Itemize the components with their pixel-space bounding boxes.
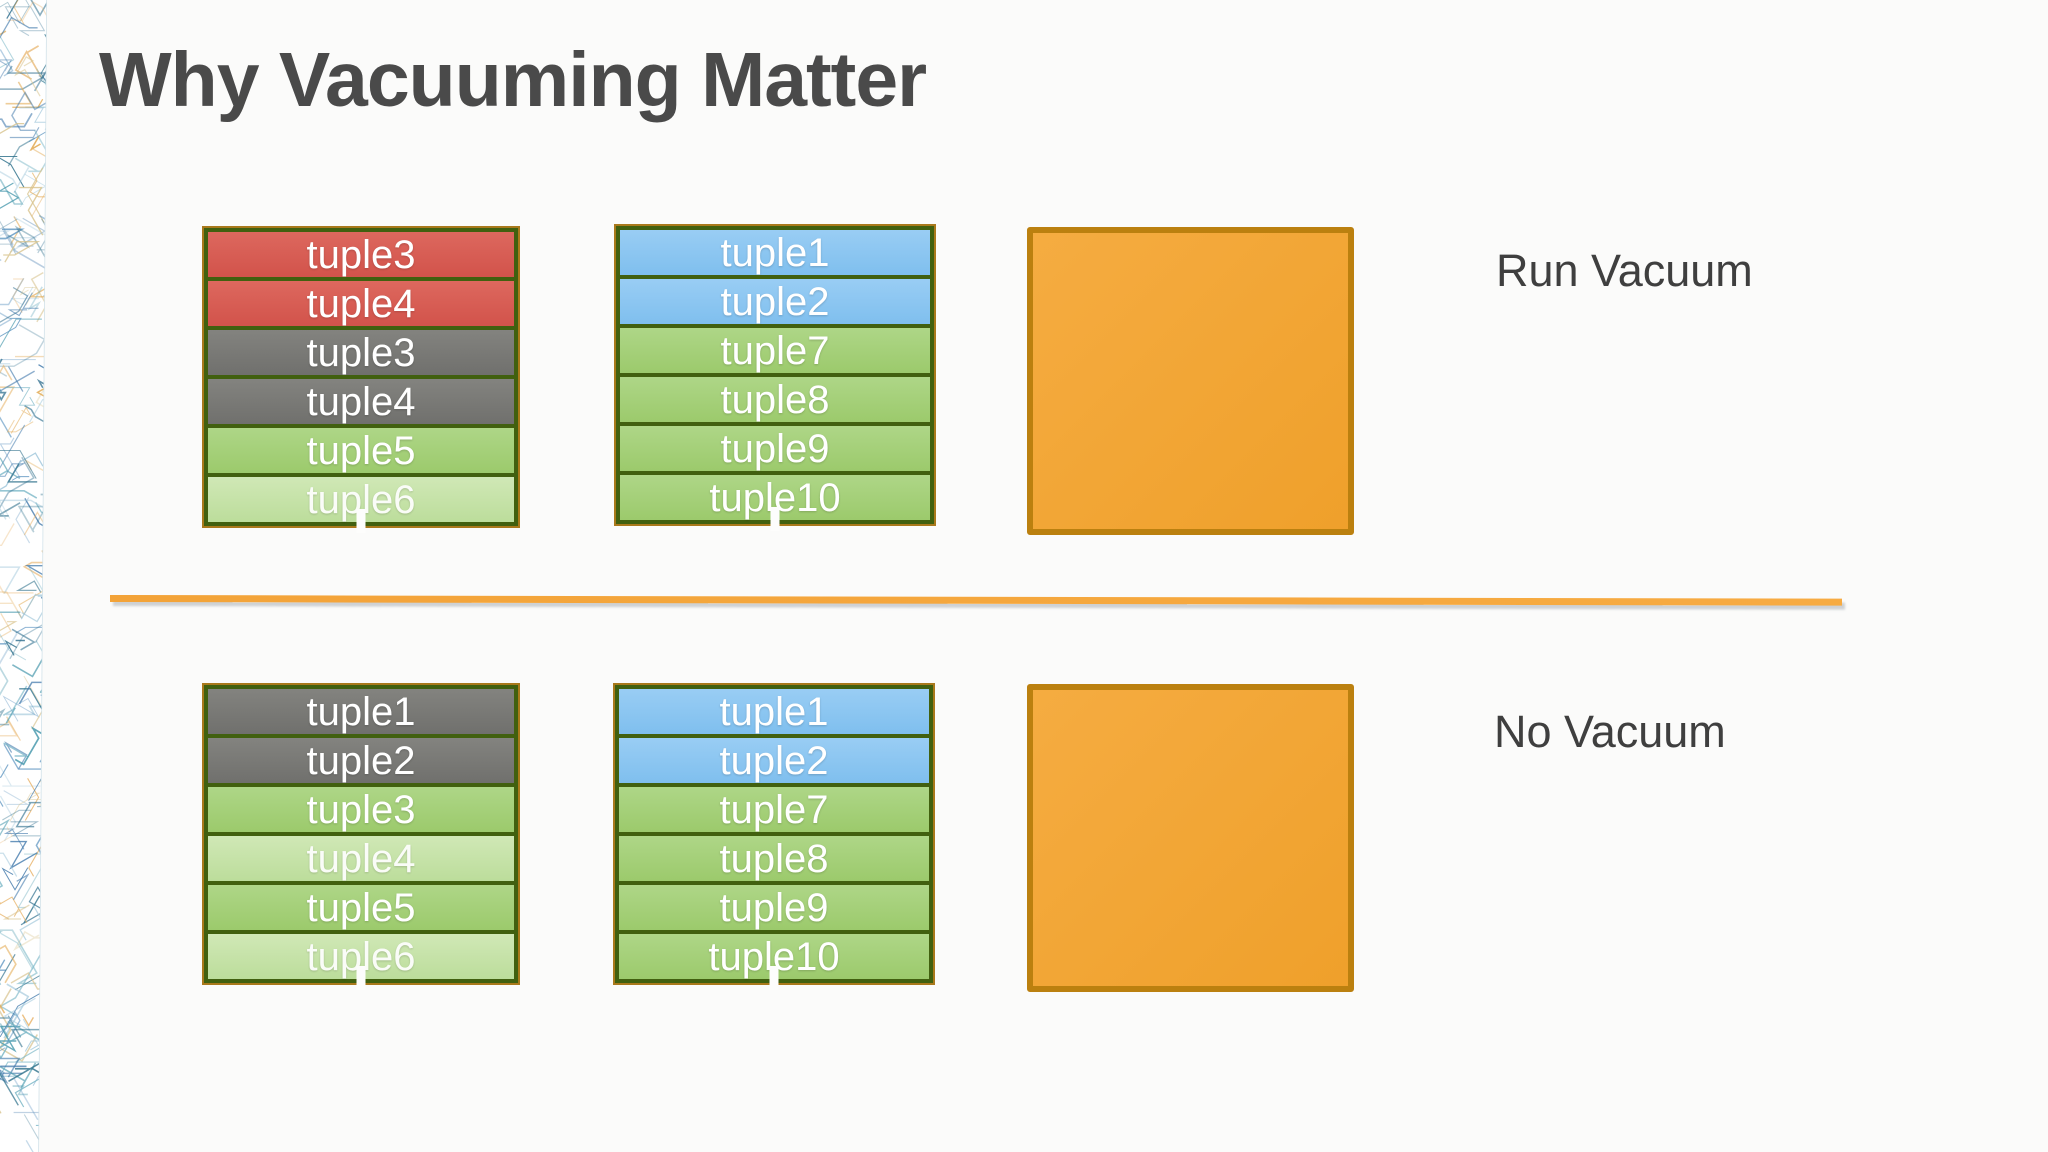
tuple-row-tuple7: tuple7 — [615, 783, 933, 836]
tuple-label: tuple9 — [719, 885, 829, 930]
section-label-run-vacuum: Run Vacuum — [1496, 245, 1753, 296]
tuple-label: tuple7 — [719, 787, 829, 832]
tuple-label: tuple2 — [306, 738, 416, 783]
tuple-label: tuple6 — [306, 477, 416, 522]
page-title: Why Vacuuming Matter — [99, 37, 927, 123]
tuple-row-tuple4: tuple4 — [204, 277, 518, 330]
tuple-row-tuple2: tuple2 — [615, 734, 933, 787]
tuple-label: tuple4 — [306, 379, 416, 424]
tuple-label: tuple4 — [306, 281, 416, 326]
tuple-label: tuple3 — [306, 787, 416, 832]
tuple-row-tuple1: tuple1 — [615, 685, 933, 738]
tuple-row-tuple7: tuple7 — [616, 324, 934, 377]
tuple-row-tuple3: tuple3 — [204, 783, 518, 836]
tuple-row-tuple5: tuple5 — [204, 424, 518, 477]
tuple-row-tuple3: tuple3 — [204, 326, 518, 379]
tuple-label: tuple1 — [306, 689, 416, 734]
tuple-row-tuple2: tuple2 — [616, 275, 934, 328]
tuple-label: tuple8 — [720, 377, 830, 422]
tuple-row-tuple4: tuple4 — [204, 375, 518, 428]
circuit-pattern-decoration — [0, 0, 52, 1152]
tuple-label: tuple6 — [306, 934, 416, 979]
tuple-label: tuple7 — [720, 328, 830, 373]
tuple-row-tuple3: tuple3 — [204, 228, 518, 281]
tuple-row-tuple1: tuple1 — [616, 226, 934, 279]
tuple-row-tuple1: tuple1 — [204, 685, 518, 738]
tuple-row-tuple6: tuple6 — [204, 473, 518, 526]
empty-page-square-no-vacuum — [1027, 684, 1354, 992]
empty-page-square-run-vacuum — [1027, 227, 1354, 535]
tuple-row-tuple8: tuple8 — [615, 832, 933, 885]
tuple-label: tuple2 — [719, 738, 829, 783]
tuple-row-tuple2: tuple2 — [204, 734, 518, 787]
tuple-row-tuple8: tuple8 — [616, 373, 934, 426]
tuple-row-tuple4: tuple4 — [204, 832, 518, 885]
section-divider — [109, 595, 1843, 606]
tuple-label: tuple5 — [306, 885, 416, 930]
tuple-label: tuple3 — [306, 232, 416, 277]
tuple-row-tuple9: tuple9 — [616, 422, 934, 475]
tuple-label: tuple10 — [709, 475, 841, 520]
tuple-row-tuple9: tuple9 — [615, 881, 933, 934]
tuple-label: tuple5 — [306, 428, 416, 473]
tuple-row-tuple10: tuple10 — [616, 471, 934, 524]
tuple-row-tuple10: tuple10 — [615, 930, 933, 983]
tuple-label: tuple8 — [719, 836, 829, 881]
tuple-label: tuple3 — [306, 330, 416, 375]
tuple-label: tuple4 — [306, 836, 416, 881]
tuple-row-tuple5: tuple5 — [204, 881, 518, 934]
tuple-row-tuple6: tuple6 — [204, 930, 518, 983]
tuple-label: tuple10 — [708, 934, 840, 979]
section-label-no-vacuum: No Vacuum — [1494, 706, 1726, 757]
tuple-label: tuple1 — [719, 689, 829, 734]
tuple-label: tuple2 — [720, 279, 830, 324]
tuple-label: tuple9 — [720, 426, 830, 471]
tuple-label: tuple1 — [720, 230, 830, 275]
